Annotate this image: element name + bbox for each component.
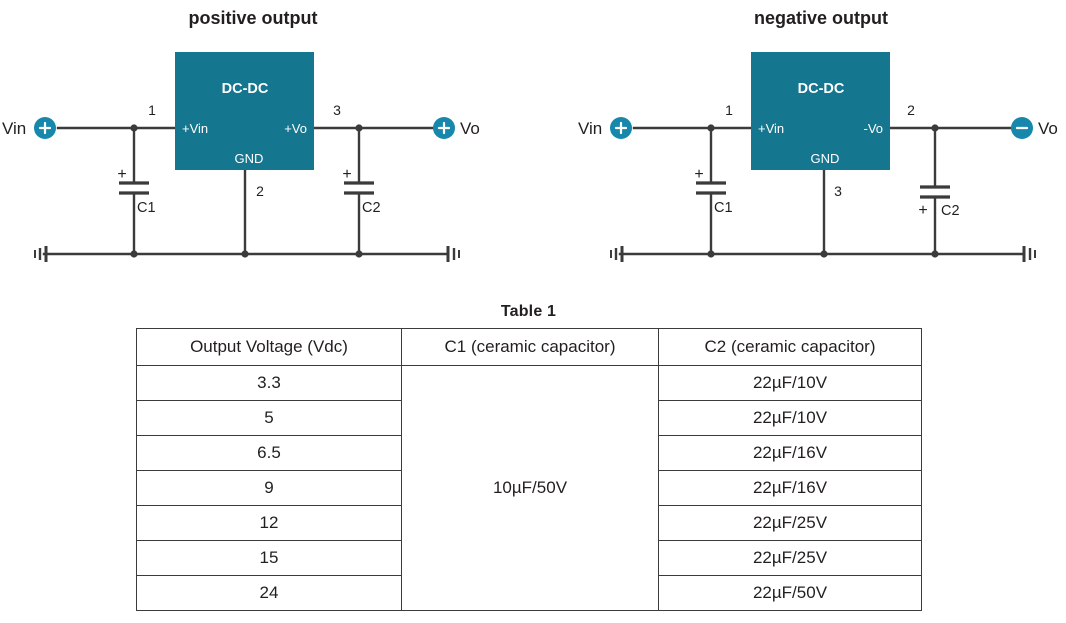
pin-number-3-positive: 3 — [333, 102, 341, 118]
pin-number-1-positive: 1 — [148, 102, 156, 118]
table-row: 12 22µF/25V — [136, 505, 922, 541]
input-terminal-positive[interactable]: Vin — [2, 117, 56, 139]
cell-c1-merged: 10µF/50V — [401, 365, 659, 611]
dcdc-block-label-negative: DC-DC — [798, 81, 845, 97]
dcdc-pin-gnd-negative: GND — [811, 151, 840, 166]
ground-symbol-right-positive — [446, 246, 460, 262]
node-output-positive — [355, 124, 363, 132]
node-ground-gnd-positive — [241, 250, 249, 258]
input-terminal-negative[interactable]: Vin — [578, 117, 632, 139]
node-ground-c1-negative — [707, 250, 715, 258]
pin-number-2-negative: 2 — [907, 102, 915, 118]
circuit-diagrams-svg: positive output + C1 + C2 — [2, 8, 1058, 262]
pin-number-3-negative: 3 — [834, 183, 842, 199]
table-row: 5 22µF/10V — [136, 400, 922, 436]
c2-polarity-negative: + — [918, 202, 927, 219]
circuit-diagrams-area: positive output + C1 + C2 — [0, 0, 1066, 290]
table-header-row: Output Voltage (Vdc) C1 (ceramic capacit… — [136, 328, 922, 366]
c2-polarity-positive: + — [342, 166, 351, 183]
c2-label-negative: C2 — [941, 203, 960, 219]
cell-output-voltage: 3.3 — [136, 365, 402, 401]
table-body: 3.3 10µF/50V 22µF/10V 5 22µF/10V 6.5 22µ… — [136, 365, 922, 611]
cell-c2: 22µF/25V — [658, 540, 922, 576]
c1-label-positive: C1 — [137, 200, 156, 216]
dcdc-pin-vo-negative: -Vo — [863, 121, 883, 136]
cell-output-voltage: 15 — [136, 540, 402, 576]
input-terminal-label-positive: Vin — [2, 119, 26, 138]
diagram-title-negative: negative output — [754, 8, 888, 28]
table-title: Table 1 — [500, 303, 557, 320]
column-header-c2: C2 (ceramic capacitor) — [658, 328, 922, 366]
diagram-title-positive: positive output — [189, 8, 318, 28]
table-row: 3.3 10µF/50V 22µF/10V — [136, 365, 922, 611]
cell-c2: 22µF/10V — [658, 365, 922, 401]
cell-c2: 22µF/50V — [658, 575, 922, 611]
cell-c2: 22µF/10V — [658, 400, 922, 436]
cell-c2: 22µF/25V — [658, 505, 922, 541]
table-row: 6.5 22µF/16V — [136, 435, 922, 471]
node-ground-c1-positive — [130, 250, 138, 258]
node-ground-gnd-negative — [820, 250, 828, 258]
column-header-c1: C1 (ceramic capacitor) — [401, 328, 659, 366]
node-ground-c2-negative — [931, 250, 939, 258]
c2-label-positive: C2 — [362, 200, 381, 216]
pin-number-2-positive: 2 — [256, 183, 264, 199]
table-row: 9 22µF/16V — [136, 470, 922, 506]
c1-label-negative: C1 — [714, 200, 733, 216]
ground-symbol-left-negative — [610, 246, 624, 262]
input-terminal-label-negative: Vin — [578, 119, 602, 138]
dcdc-pin-vin-positive: +Vin — [182, 121, 208, 136]
node-input-negative — [707, 124, 715, 132]
output-terminal-positive[interactable]: Vo — [433, 117, 480, 139]
dcdc-block-positive — [175, 52, 314, 170]
output-terminal-label-negative: Vo — [1038, 119, 1058, 138]
c1-polarity-negative: + — [694, 166, 703, 183]
cell-output-voltage: 24 — [136, 575, 402, 611]
cell-output-voltage: 6.5 — [136, 435, 402, 471]
pin-number-1-negative: 1 — [725, 102, 733, 118]
cell-output-voltage: 12 — [136, 505, 402, 541]
output-terminal-label-positive: Vo — [460, 119, 480, 138]
node-ground-c2-positive — [355, 250, 363, 258]
spec-table-area: Table 1 Output Voltage (Vdc) C1 (ceramic… — [136, 303, 922, 611]
ground-symbol-right-negative — [1022, 246, 1036, 262]
table-row: 24 22µF/50V — [136, 575, 922, 611]
dcdc-pin-gnd-positive: GND — [235, 151, 264, 166]
diagram-positive-output: positive output + C1 + C2 — [2, 8, 480, 262]
node-output-negative — [931, 124, 939, 132]
c1-polarity-positive: + — [117, 166, 126, 183]
ground-symbol-left-positive — [34, 246, 48, 262]
dcdc-pin-vo-positive: +Vo — [284, 121, 307, 136]
capacitor-spec-table: Output Voltage (Vdc) C1 (ceramic capacit… — [136, 328, 922, 611]
dcdc-block-negative — [751, 52, 890, 170]
node-input-positive — [130, 124, 138, 132]
dcdc-block-label-positive: DC-DC — [222, 81, 269, 97]
cell-output-voltage: 9 — [136, 470, 402, 506]
diagram-negative-output: negative output + C1 + C2 — [578, 8, 1058, 262]
output-terminal-negative[interactable]: Vo — [1011, 117, 1058, 139]
cell-c2: 22µF/16V — [658, 470, 922, 506]
column-header-output-voltage: Output Voltage (Vdc) — [136, 328, 402, 366]
cell-output-voltage: 5 — [136, 400, 402, 436]
cell-c2: 22µF/16V — [658, 435, 922, 471]
dcdc-pin-vin-negative: +Vin — [758, 121, 784, 136]
